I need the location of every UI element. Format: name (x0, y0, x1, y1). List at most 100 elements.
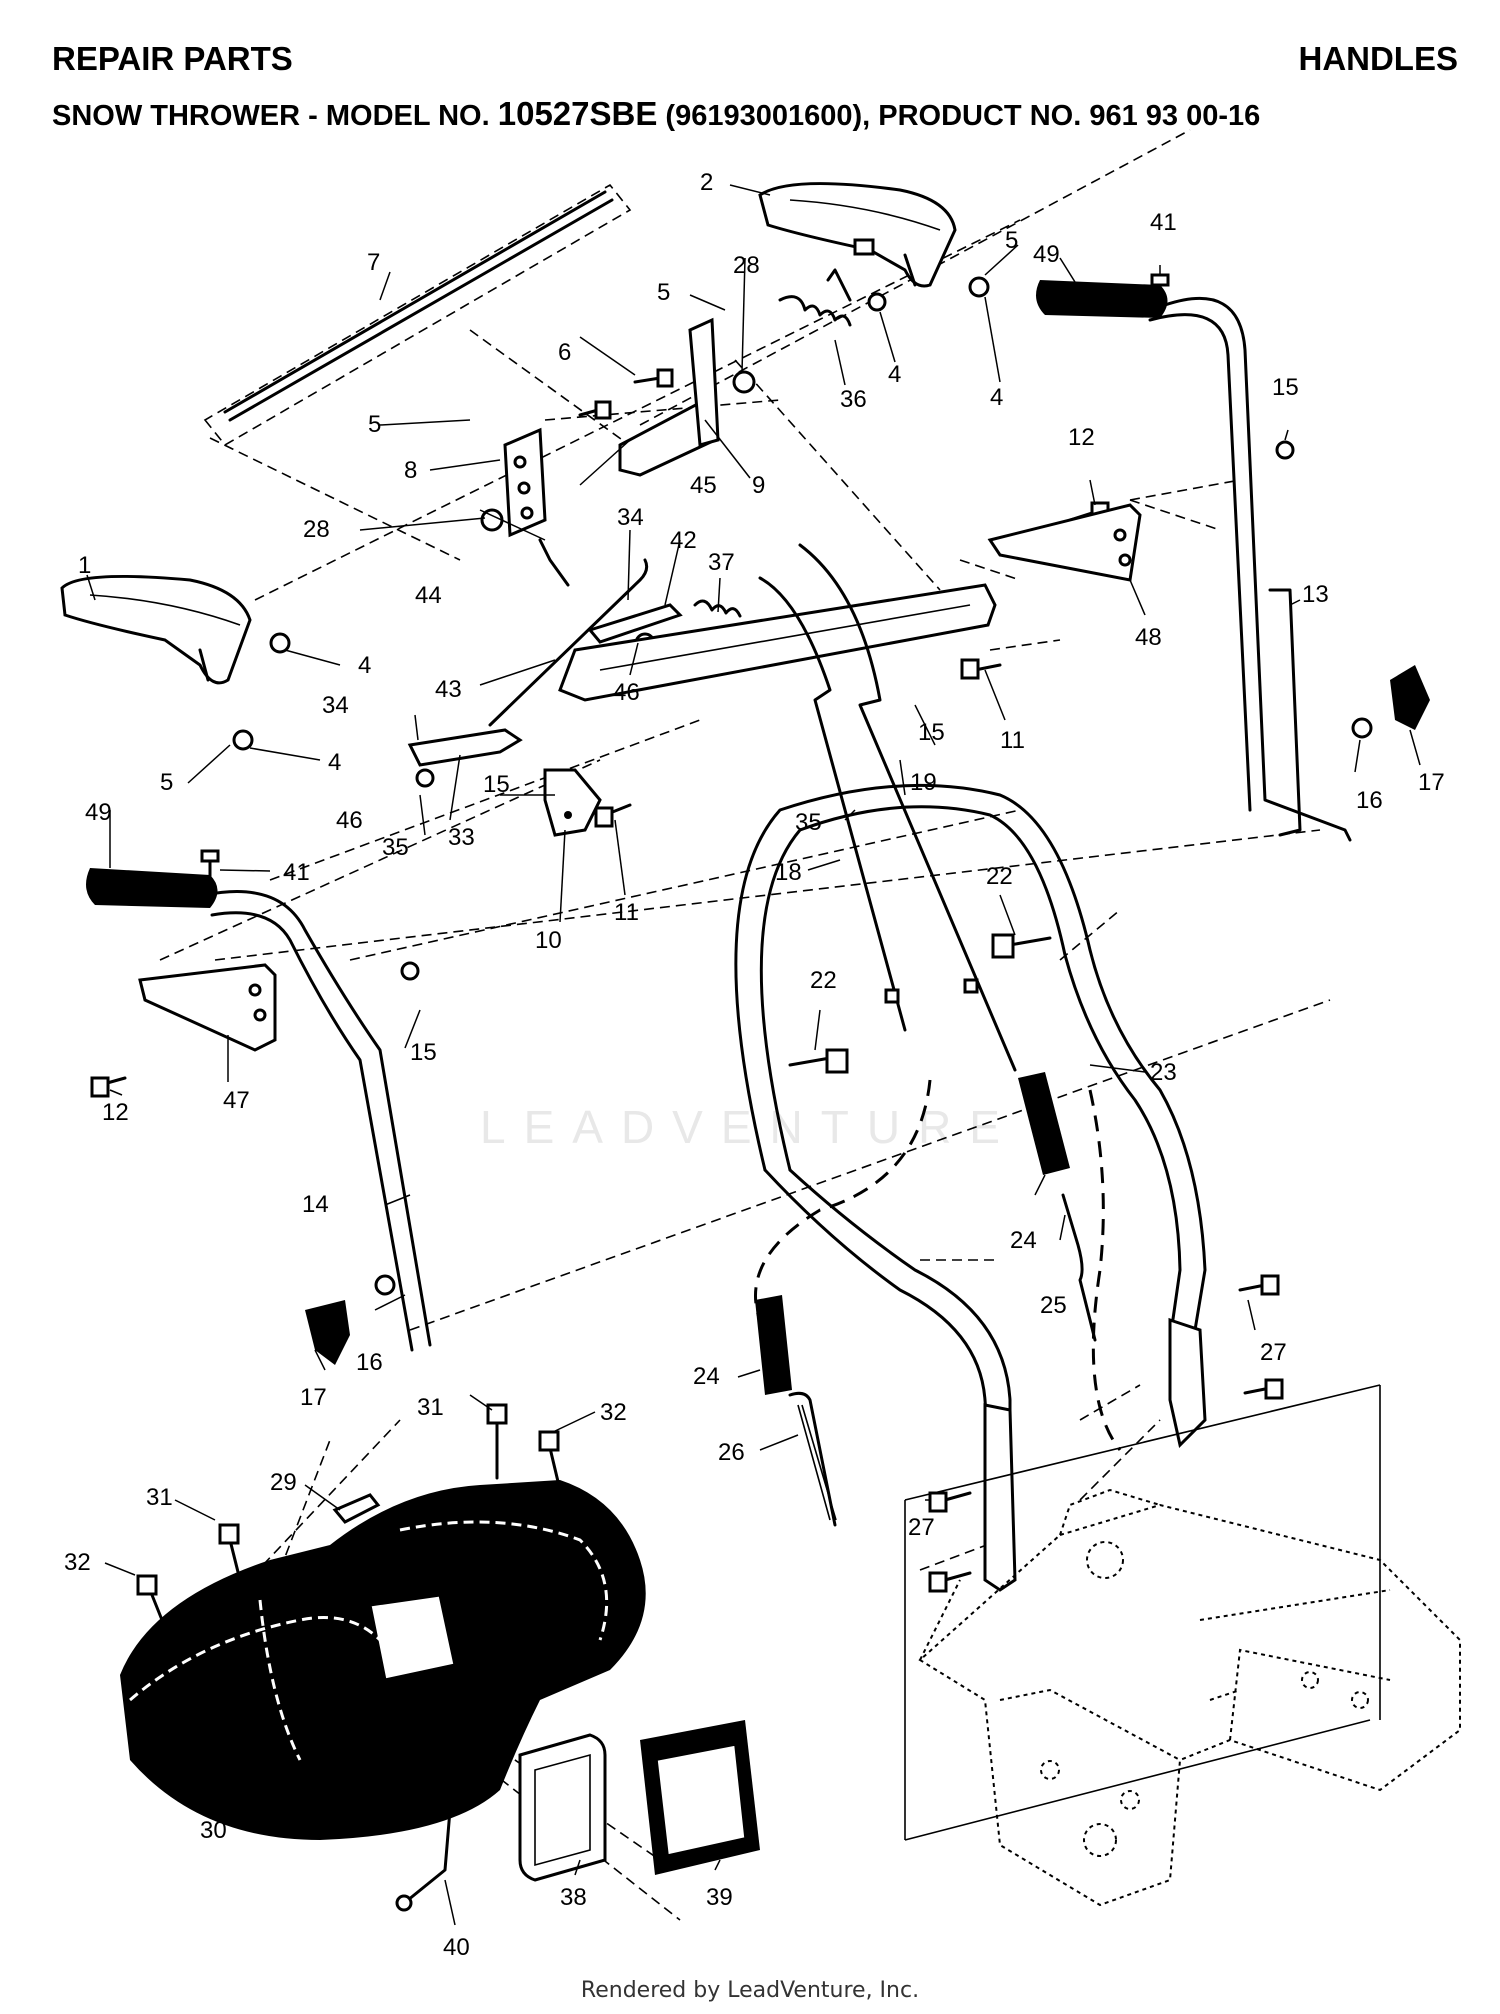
callout-25: 25 (1040, 1292, 1067, 1319)
callout-4-a: 4 (888, 361, 901, 388)
callout-7: 7 (367, 249, 380, 276)
part-38-headlight-housing (518, 1733, 607, 1882)
snow-thrower-housing (904, 1384, 1461, 1907)
callout-1: 1 (78, 552, 91, 579)
callout-16-b: 16 (356, 1349, 383, 1376)
callout-42: 42 (670, 527, 697, 554)
part-42-plate (587, 603, 683, 644)
part-49-right-grip (1036, 280, 1168, 318)
callout-12-b: 12 (102, 1099, 129, 1126)
subtitle-prefix: SNOW THROWER - MODEL NO. (52, 100, 490, 132)
part-39-headlight-lens (640, 1720, 760, 1875)
part-30-cover (120, 1480, 646, 1840)
callout-49-a: 49 (1033, 241, 1060, 268)
callout-40: 40 (443, 1934, 470, 1961)
watermark-text: LEADVENTURE (480, 1101, 1018, 1153)
part-25-spring (1061, 1193, 1097, 1342)
callout-5-d: 5 (160, 769, 173, 796)
callout-29: 29 (270, 1469, 297, 1496)
page-subtitle: SNOW THROWER - MODEL NO. 10527SBE (96193… (52, 95, 1260, 133)
callout-17-b: 17 (300, 1384, 327, 1411)
callout-34-a: 34 (617, 504, 644, 531)
part-9-bracket (618, 317, 720, 477)
callout-44: 44 (415, 582, 442, 609)
section-title: HANDLES (1298, 40, 1458, 77)
part-48-bracket (987, 503, 1142, 582)
callout-22-b: 22 (810, 967, 837, 994)
callout-27-b: 27 (908, 1514, 935, 1541)
callout-13: 13 (1302, 581, 1329, 608)
callout-45: 45 (690, 472, 717, 499)
part-49-left-grip (86, 868, 218, 908)
footer-credit: Rendered by LeadVenture, Inc. (580, 1978, 920, 2003)
part-7-rod (203, 183, 632, 447)
part-13-right-handle (1148, 296, 1352, 842)
part-26-spring (788, 1391, 837, 1527)
callout-47: 47 (223, 1087, 250, 1114)
callout-11-a: 11 (614, 899, 639, 926)
callout-4-d: 4 (328, 749, 341, 776)
part-14-left-handle (203, 890, 432, 1352)
callout-32-b: 32 (64, 1549, 91, 1576)
part-40-wire (395, 1762, 479, 1912)
part-29-clip (332, 1493, 381, 1524)
part-43-44-rods (488, 538, 649, 727)
part-17-knobs (305, 665, 1430, 1365)
callout-36: 36 (840, 386, 867, 413)
callout-6: 6 (558, 339, 571, 366)
part-8-bracket (503, 427, 547, 538)
callout-12-a: 12 (1068, 424, 1095, 451)
callout-49-b: 49 (85, 799, 112, 826)
part-24-sleeves (755, 1072, 1070, 1395)
cable-path-right (1088, 1089, 1122, 1451)
callout-43: 43 (435, 676, 462, 703)
callout-39: 39 (706, 1884, 733, 1911)
callout-23: 23 (1150, 1059, 1177, 1086)
callout-8: 8 (404, 457, 417, 484)
callout-22-a: 22 (986, 863, 1013, 890)
callout-32-a: 32 (600, 1399, 627, 1426)
callout-30: 30 (200, 1817, 227, 1844)
part-37-spring (693, 599, 742, 618)
callout-5-b: 5 (1005, 227, 1018, 254)
callout-28-b: 28 (303, 516, 330, 543)
washers-and-nuts (232, 276, 1373, 1296)
part-10-control-panel (543, 583, 997, 837)
model-number: 10527SBE (497, 95, 658, 132)
callout-18: 18 (775, 859, 802, 886)
callout-15-b: 15 (410, 1039, 437, 1066)
part-18-19-rods (758, 543, 1017, 1072)
callout-5-a: 5 (657, 279, 670, 306)
callout-24-b: 24 (693, 1363, 720, 1390)
callout-10: 10 (535, 927, 562, 954)
callout-35-b: 35 (382, 834, 409, 861)
callout-5-c: 5 (368, 411, 381, 438)
page-title: REPAIR PARTS (52, 40, 293, 77)
subtitle-suffix: (96193001600), PRODUCT NO. 961 93 00-16 (665, 100, 1261, 132)
callout-15-d: 15 (483, 771, 510, 798)
callout-41-a: 41 (1150, 209, 1177, 236)
callout-48: 48 (1135, 624, 1162, 651)
callout-27-a: 27 (1260, 1339, 1287, 1366)
callout-24-a: 24 (1010, 1227, 1037, 1254)
callout-labels: 1 2 4 4 4 4 5 5 5 5 6 7 8 9 10 11 11 12 … (64, 169, 1445, 1961)
callout-9: 9 (752, 472, 765, 499)
callout-37: 37 (708, 549, 735, 576)
callout-16-a: 16 (1356, 787, 1383, 814)
part-36-spring (778, 268, 852, 327)
callout-46-a: 46 (613, 679, 640, 706)
callout-2: 2 (700, 169, 713, 196)
bolts (90, 273, 1284, 1642)
callout-38: 38 (560, 1884, 587, 1911)
callout-46-b: 46 (336, 807, 363, 834)
callout-28-a: 28 (733, 252, 760, 279)
part-23-lower-handle (734, 783, 1207, 1592)
callout-41-b: 41 (283, 859, 310, 886)
callout-4-b: 4 (990, 384, 1003, 411)
callout-15-c: 15 (918, 719, 945, 746)
callout-35-a: 35 (795, 809, 822, 836)
callout-19: 19 (910, 769, 937, 796)
callout-leader-lines (86, 184, 1421, 1926)
part-47-bracket (138, 963, 277, 1052)
